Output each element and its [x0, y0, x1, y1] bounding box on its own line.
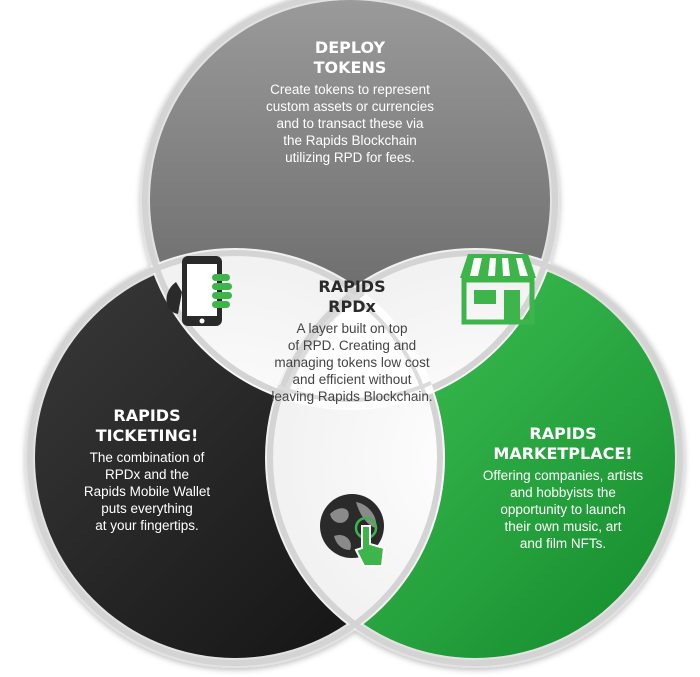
ticketing-title-line2: TICKETING! — [95, 426, 199, 445]
ticketing-line-5: at your fingertips. — [95, 518, 199, 533]
globe-touch-icon — [320, 494, 386, 567]
ticketing-line-4: puts everything — [101, 501, 193, 516]
marketplace-line-5: and film NFTs. — [519, 536, 607, 551]
marketplace-line-2: and hobbyists the — [510, 485, 616, 500]
rpdx-line-5: leaving Rapids Blockchain. — [271, 389, 433, 404]
ticketing-line-2: RPDx and the — [104, 467, 190, 482]
center-region — [278, 261, 445, 410]
deploy-tokens-title-line1: DEPLOY — [314, 38, 386, 57]
deploy-tokens-line-1: Create tokens to represent — [270, 82, 430, 97]
block-deploy-tokens: DEPLOY TOKENS Create tokens to represent… — [220, 38, 480, 166]
ticketing-title-line1: RAPIDS — [113, 406, 181, 425]
deploy-tokens-line-3: and to transact these via — [276, 116, 424, 131]
deploy-tokens-title-line2: TOKENS — [313, 58, 387, 77]
rpdx-title-line1: RAPIDS — [318, 277, 386, 296]
marketplace-title-line1: RAPIDS — [529, 424, 597, 443]
rpdx-line-4: and efficient without — [292, 372, 412, 387]
block-rapids-rpdx: RAPIDS RPDx A layer built on top of RPD.… — [252, 277, 452, 405]
marketplace-line-4: their own music, art — [504, 519, 622, 534]
mobile-phone-icon — [166, 256, 232, 326]
marketplace-line-3: opportunity to launch — [500, 502, 626, 517]
rpdx-line-3: managing tokens low cost — [274, 355, 430, 370]
deploy-tokens-line-2: custom assets or currencies — [265, 99, 435, 114]
marketplace-line-1: Offering companies, artists — [482, 468, 644, 483]
ticketing-line-3: Rapids Mobile Wallet — [83, 484, 211, 499]
ticketing-line-1: The combination of — [89, 450, 205, 465]
block-rapids-ticketing: RAPIDS TICKETING! The combination of RPD… — [42, 406, 252, 534]
rpdx-line-1: A layer built on top — [296, 321, 408, 336]
block-rapids-marketplace: RAPIDS MARKETPLACE! Offering companies, … — [460, 424, 666, 552]
deploy-tokens-line-5: utilizing RPD for fees. — [285, 150, 415, 165]
marketplace-title-line2: MARKETPLACE! — [493, 444, 633, 463]
storefront-icon — [460, 254, 536, 325]
rpdx-title-line2: RPDx — [328, 297, 376, 316]
deploy-tokens-line-4: the Rapids Blockchain — [283, 133, 417, 148]
rpdx-line-2: of RPD. Creating and — [287, 338, 417, 353]
